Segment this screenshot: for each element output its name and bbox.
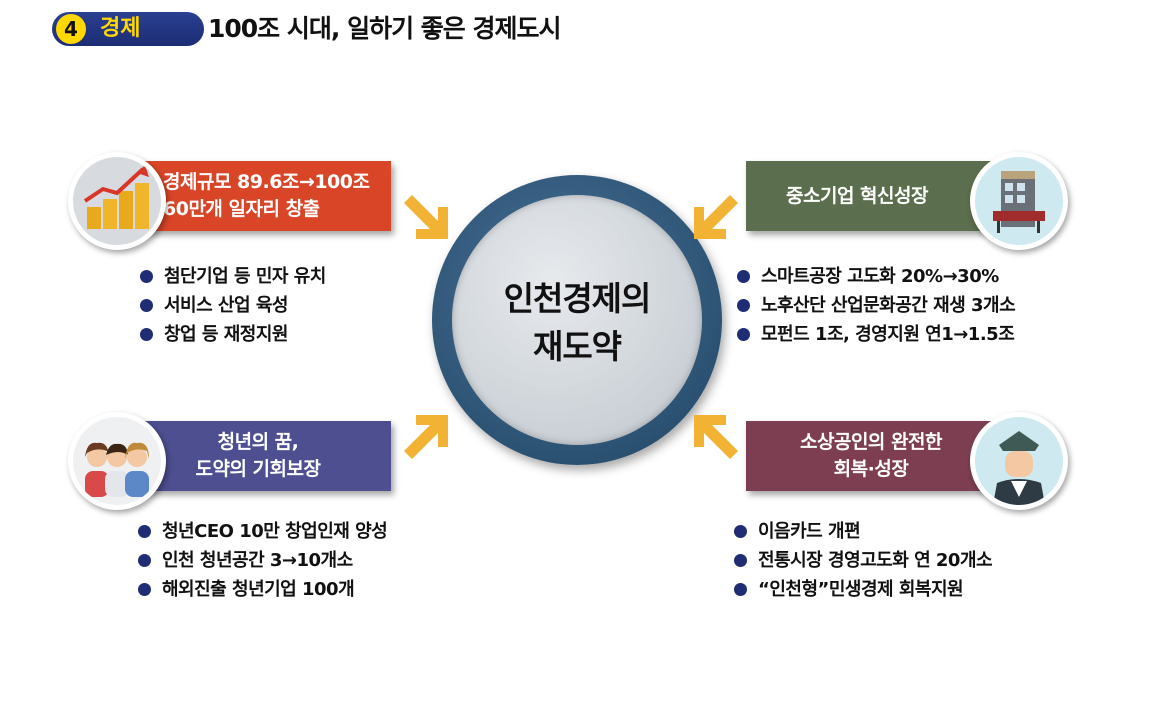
economy-scale-list: 첨단기업 등 민자 유치 서비스 산업 육성 창업 등 재정지원 (140, 262, 326, 349)
list-item: “인천형”민생경제 회복지원 (734, 575, 992, 604)
list-item: 해외진출 청년기업 100개 (138, 575, 387, 604)
sme-innovation-title: 중소기업 혁신성장 (786, 184, 928, 207)
youth-opportunity-title-line2: 도약의 기회보장 (195, 458, 321, 480)
sme-innovation-box: 중소기업 혁신성장 (746, 161, 996, 231)
list-item: 첨단기업 등 민자 유치 (140, 262, 326, 291)
list-item: 청년CEO 10만 창업인재 양성 (138, 517, 388, 546)
center-title-line1: 인천경제의 (503, 279, 652, 318)
list-item: 전통시장 경영고도화 연 20개소 (734, 546, 993, 575)
young-people-icon (68, 412, 166, 510)
center-disc (452, 195, 702, 445)
list-item: 창업 등 재정지원 (140, 320, 326, 349)
economy-scale-title-line2: 60만개 일자리 창출 (163, 198, 320, 220)
center-title-line2: 재도약 (532, 327, 622, 366)
small-business-title-line2: 회복·성장 (833, 458, 909, 480)
coins-growth-icon (68, 152, 166, 250)
economy-scale-title-line1: 경제규모 89.6조→100조 (163, 171, 370, 193)
building-icon (970, 152, 1068, 250)
center-title: 인천경제의 재도약 (452, 275, 702, 371)
sme-innovation-list: 스마트공장 고도화 20%→30% 노후산단 산업문화공간 재생 3개소 모펀드… (737, 262, 1016, 349)
list-item: 모펀드 1조, 경영지원 연1→1.5조 (737, 320, 1015, 349)
economy-scale-box: 경제규모 89.6조→100조 60만개 일자리 창출 (125, 161, 391, 231)
arrow-down-left-icon (694, 195, 738, 239)
page-title: 100조 시대, 일하기 좋은 경제도시 (208, 14, 561, 43)
small-business-list: 이음카드 개편 전통시장 경영고도화 연 20개소 “인천형”민생경제 회복지원 (734, 517, 993, 604)
youth-opportunity-title-line1: 청년의 꿈, (217, 431, 299, 453)
merchant-icon (970, 412, 1068, 510)
arrow-up-left-icon (694, 415, 738, 459)
section-number-badge: 4 (56, 14, 86, 44)
section-category-label: 경제 (100, 16, 141, 41)
list-item: 노후산단 산업문화공간 재생 3개소 (737, 291, 1016, 320)
list-item: 이음카드 개편 (734, 517, 992, 546)
small-business-title-line1: 소상공인의 완전한 (800, 431, 942, 453)
list-item: 서비스 산업 육성 (140, 291, 326, 320)
arrow-down-right-icon (404, 195, 448, 239)
list-item: 스마트공장 고도화 20%→30% (737, 262, 1015, 291)
list-item: 인천 청년공간 3→10개소 (138, 546, 387, 575)
small-business-recovery-box: 소상공인의 완전한 회복·성장 (746, 421, 996, 491)
arrow-up-right-icon (404, 415, 448, 459)
youth-opportunity-list: 청년CEO 10만 창업인재 양성 인천 청년공간 3→10개소 해외진출 청년… (138, 517, 388, 604)
youth-opportunity-box: 청년의 꿈, 도약의 기회보장 (125, 421, 391, 491)
